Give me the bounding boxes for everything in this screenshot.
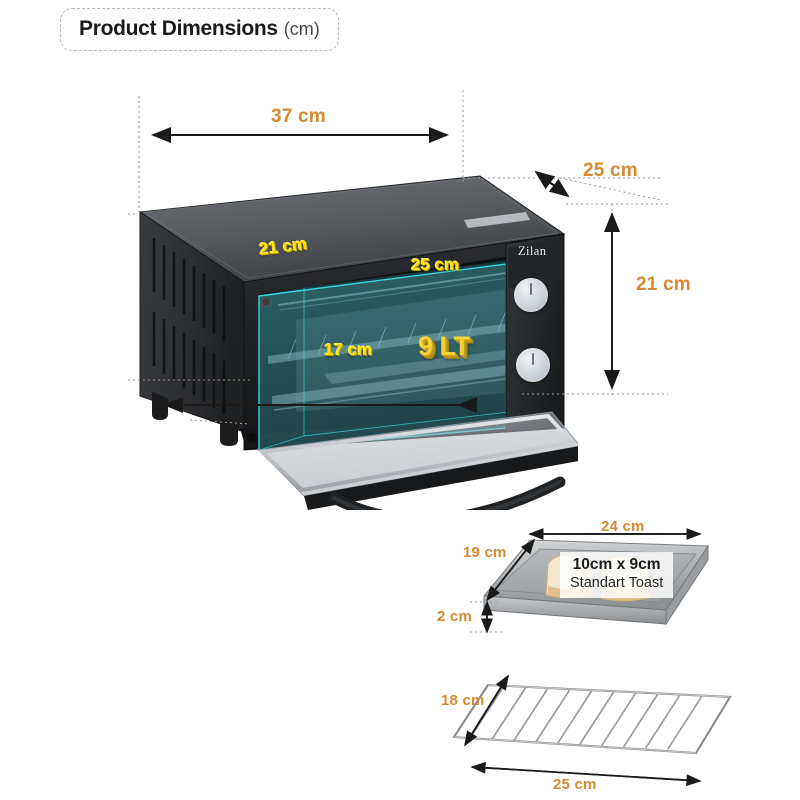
dimension-label-height: 21 cm [636,274,691,295]
oven-artwork [138,175,584,526]
page-title: Product Dimensions (cm) [60,8,339,51]
page-title-text: Product Dimensions [79,17,278,40]
toast-caption-text: Standart Toast [570,574,664,591]
toast-size-callout: 10cm x 9cm Standart Toast [560,552,674,598]
baking-tray-illustration: 10cm x 9cm Standart Toast [470,520,720,650]
tray-label-depth: 19 cm [463,544,507,561]
rating-label [464,212,530,228]
rack-label-depth: 18 cm [441,692,485,709]
interior-label-depth: 17 cm [324,340,373,359]
timer-knob[interactable] [516,348,550,382]
indicator-light [261,297,271,307]
dimension-label-width: 37 cm [271,106,326,127]
wire-rack-artwork [452,683,732,755]
control-panel [505,233,565,433]
brand-wordmark: Zilan [518,244,547,258]
capacity-badge: 9 LT [418,331,470,361]
temperature-knob[interactable] [514,278,548,312]
tray-label-height: 2 cm [437,608,472,625]
tray-label-width: 24 cm [601,518,645,535]
toast-size-text: 10cm x 9cm [572,556,661,573]
oven-illustration: Zilan [128,160,584,526]
interior-label-width: 25 cm [411,255,460,274]
oven-foot-mid [220,418,238,446]
wire-rack-illustration [430,665,740,775]
vent-slots-upper [152,238,226,341]
dimension-label-depth: 25 cm [583,160,638,181]
rack-label-width: 25 cm [553,776,597,793]
page-title-unit: (cm) [283,19,320,39]
